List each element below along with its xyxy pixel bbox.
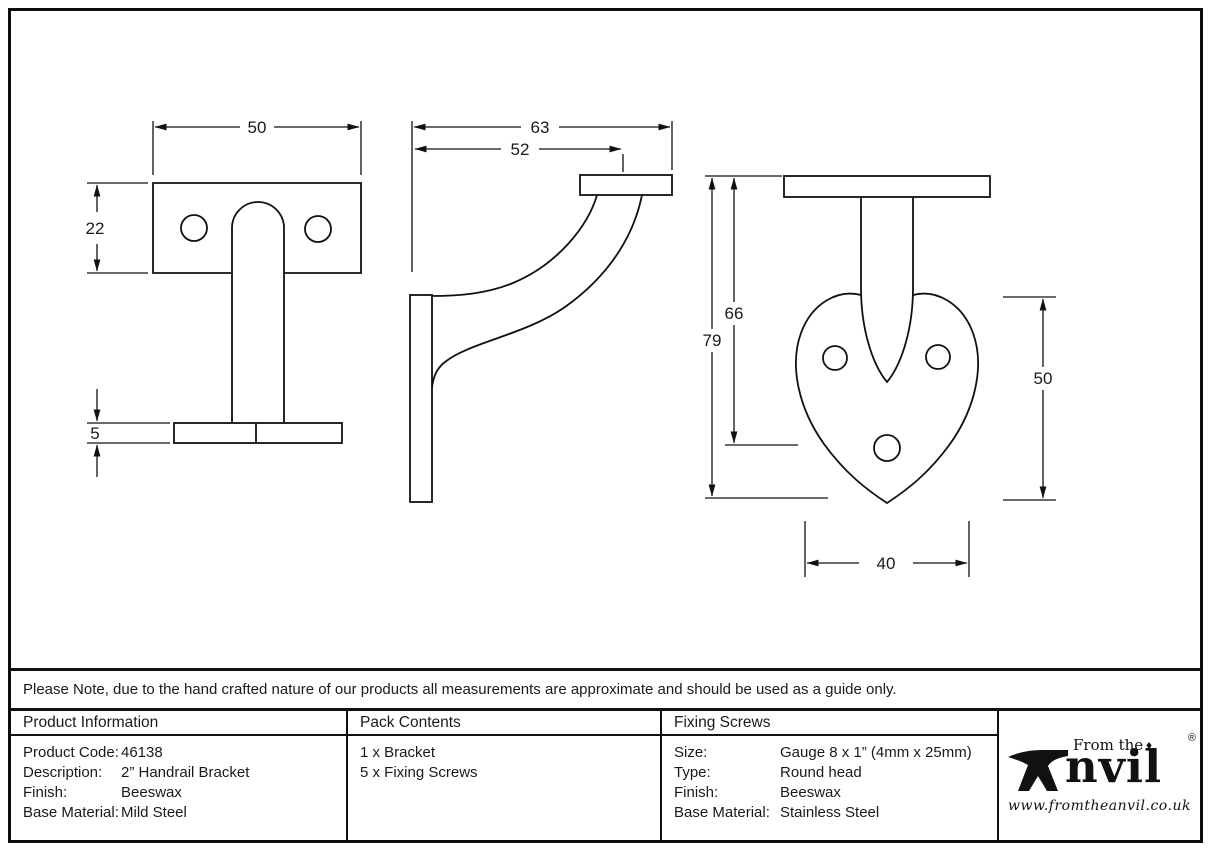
base-material-row: Base Material: Mild Steel [23,803,346,823]
description-row: Description: 2” Handrail Bracket [23,763,346,783]
anvil-logo-lockup: From the ♦ nvil ® [1007,732,1196,795]
back-heart-plate [795,292,979,505]
side-arm-lower-curve [431,194,643,389]
back-view [783,175,991,505]
screw-size-value: Gauge 8 x 1” (4mm x 25mm) [780,744,972,761]
anvil-icon [1008,750,1068,791]
registered-mark: ® [1187,732,1196,744]
product-code-label: Product Code: [23,744,119,761]
screw-size-label: Size: [674,744,708,761]
side-arm-upper-curve [431,194,598,297]
technical-drawing: 50 22 5 63 52 79 66 50 40 [11,11,1200,668]
screw-type-value: Round head [780,764,862,781]
base-material-value: Mild Steel [121,804,187,821]
logo-url: www.fromtheanvil.co.uk [1008,798,1191,814]
screw-base-material-value: Stainless Steel [780,804,880,821]
back-hole-bottom [873,434,901,462]
fixing-screws-header: Fixing Screws [662,711,999,736]
dim-side-overall-depth: 63 [531,118,550,137]
dim-side-inner-depth: 52 [511,140,530,159]
screw-base-material-row: Base Material: Stainless Steel [674,803,997,823]
product-information-header: Product Information [11,711,348,736]
back-top-plate [783,175,991,198]
front-hole-left [180,214,208,242]
back-hole-right [925,344,951,370]
front-top-plate [152,182,362,274]
info-table: Product Information Pack Contents Fixing… [11,708,1200,840]
back-stem [860,197,914,384]
screw-finish-label: Finish: [674,784,719,801]
description-label: Description: [23,764,103,781]
side-top-plate [579,174,673,196]
dimension-lines [93,123,1047,567]
side-wall-plate [409,294,433,503]
bracket-views-svg: 50 22 5 63 52 79 66 50 40 [86,118,1056,577]
dim-backplate-width: 40 [877,554,896,573]
pack-contents-title: Pack Contents [360,713,461,731]
pack-contents-header: Pack Contents [348,711,662,736]
pack-contents-cell: 1 x Bracket 5 x Fixing Screws [348,736,662,840]
product-code-row: Product Code: 46138 [23,743,346,763]
measurement-note: Please Note, due to the hand crafted nat… [11,668,1200,708]
finish-value: Beeswax [121,784,182,801]
fixing-screws-cell: Size: Gauge 8 x 1” (4mm x 25mm) Type: Ro… [662,736,999,840]
description-value: 2” Handrail Bracket [121,764,250,781]
logo-brand-text: nvil [1065,740,1163,793]
extension-lines [87,121,1056,577]
dim-base-plate-thickness: 5 [90,424,99,443]
front-hole-right [304,215,332,243]
dim-backplate-height: 50 [1034,369,1053,388]
pack-item: 1 x Bracket [360,744,436,761]
screw-finish-value: Beeswax [780,784,841,801]
fixing-screws-title: Fixing Screws [674,713,771,731]
base-material-label: Base Material: [23,804,119,821]
screw-type-row: Type: Round head [674,763,997,783]
back-hole-left [822,345,848,371]
brand-logo: From the ♦ nvil ® www.fromtheanvil.co.uk [999,711,1200,840]
finish-row: Finish: Beeswax [23,783,346,803]
logo-tagline: From the [1073,736,1144,754]
measurement-note-text: Please Note, due to the hand crafted nat… [23,681,897,698]
product-information-cell: Product Code: 46138 Description: 2” Hand… [11,736,348,840]
product-code-value: 46138 [121,744,163,761]
dim-overall-height: 79 [703,331,722,350]
screw-base-material-label: Base Material: [674,804,770,821]
screw-finish-row: Finish: Beeswax [674,783,997,803]
dim-front-plate-height: 22 [86,219,105,238]
side-view [409,174,673,503]
dim-hole-centre-height: 66 [725,304,744,323]
diamond-icon: ♦ [1146,738,1153,752]
front-stem [231,201,285,423]
product-information-title: Product Information [23,713,159,731]
drawing-sheet: 50 22 5 63 52 79 66 50 40 Please Note, d… [8,8,1203,843]
dim-front-width: 50 [248,118,267,137]
finish-label: Finish: [23,784,68,801]
screw-type-label: Type: [674,764,711,781]
pack-item: 5 x Fixing Screws [360,764,478,781]
front-view [152,182,362,444]
front-base-plate [173,422,343,444]
screw-size-row: Size: Gauge 8 x 1” (4mm x 25mm) [674,743,997,763]
